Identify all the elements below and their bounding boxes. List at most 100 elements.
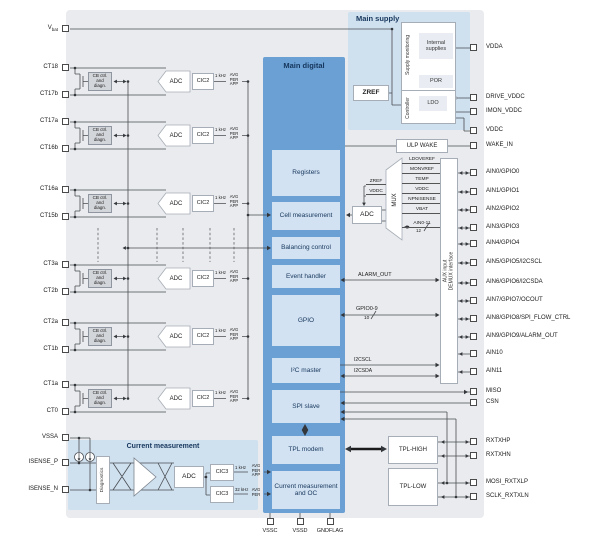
junction-dots xyxy=(73,27,458,499)
ulp-wake-box: ULP WAKE xyxy=(396,139,448,153)
cic2-box: CIC2 xyxy=(192,270,214,287)
alarm-out-label: ALARM_OUT xyxy=(358,272,392,278)
cell-adc-shape xyxy=(157,192,191,215)
digital-block-balancing-control: Balancing control xyxy=(272,237,340,259)
current-measurement-header: Current measurement xyxy=(126,443,200,450)
pin-square xyxy=(470,44,477,51)
pin-square xyxy=(62,486,69,493)
cell-adc-shape xyxy=(157,387,191,410)
pin-square xyxy=(470,479,477,486)
digital-block-i-c-master: I²C master xyxy=(272,358,340,383)
pin-label-ct1a: CT1a xyxy=(43,381,58,387)
pin-label-vddc: VDDC xyxy=(486,127,504,133)
cell-adc-shape xyxy=(157,267,191,290)
pin-square xyxy=(470,206,477,213)
pin-label-isense_p: ISENSE_P xyxy=(28,459,58,465)
pin-square xyxy=(62,118,69,125)
gpio-bus-label: GPIO0-9 xyxy=(356,306,378,312)
pin-square xyxy=(62,408,69,415)
amp-triangle xyxy=(133,457,157,497)
pin-square xyxy=(470,224,477,231)
pin-label-ct17b: CT17b xyxy=(39,91,58,97)
pin-square xyxy=(62,434,69,441)
pin-square xyxy=(266,518,274,525)
i2cscl-label: I2CSCL xyxy=(354,357,372,363)
cic2-rate-label: 1 kHz xyxy=(215,327,226,333)
digital-block-gpio: GPIO xyxy=(272,295,340,346)
tpl-low-box: TPL-LOW xyxy=(388,468,438,506)
por-box: POR xyxy=(419,75,453,88)
pin-label-ain0-gpio0: AIN0/GPIO0 xyxy=(486,169,520,175)
aux-adc-box: ADC xyxy=(352,206,382,224)
pin-square xyxy=(470,399,477,406)
cell-adc-shape xyxy=(157,70,191,93)
pin-label-ct1b: CT1b xyxy=(43,346,58,352)
aux-demux-box: AUX input DEMUX interface xyxy=(440,158,458,384)
pin-square xyxy=(470,142,477,149)
pin-square xyxy=(470,333,477,340)
ldo-box: LDO xyxy=(419,96,447,111)
pin-square xyxy=(470,388,477,395)
adc-ref-vddc-label: VDDC xyxy=(366,189,386,195)
pin-label-vssc: VSSC xyxy=(262,528,278,534)
arrowheads xyxy=(77,79,469,499)
pin-label-vdda: VDDA xyxy=(486,44,503,50)
cell-adc-label: ADC xyxy=(169,333,183,340)
cic3-slow-rate: 32 kHz xyxy=(235,487,249,492)
supply-monitoring-strip: Supply monitoring xyxy=(401,22,417,88)
pin-square xyxy=(62,145,69,152)
cic2-rate-label: 1 kHz xyxy=(215,269,226,275)
mux-input-vddc: VDDC xyxy=(402,186,442,194)
cic3-fast-box: CIC3 xyxy=(210,464,234,481)
pin-square xyxy=(470,279,477,286)
pin-label-miso: MISO xyxy=(486,388,502,394)
pin-square xyxy=(470,259,477,266)
internal-supplies-box: Internal supplies xyxy=(419,33,453,59)
pin-label-ain3-gpio3: AIN3/GPIO3 xyxy=(486,224,520,230)
diagnostics-box: Diagnostics xyxy=(96,456,110,504)
pin-label-ain10: AIN10 xyxy=(486,350,503,356)
adc-ref-zref-label: ZREF xyxy=(366,179,386,185)
cic3-slow-box: CIC3 xyxy=(210,486,234,503)
pin-square xyxy=(62,459,69,466)
pin-square xyxy=(470,169,477,176)
digital-block-registers: Registers xyxy=(272,150,340,196)
pin-label-isense_n: ISENSE_N xyxy=(28,486,58,492)
pin-label-vssa: VSSA xyxy=(41,434,58,440)
cic2-box: CIC2 xyxy=(192,127,214,144)
cic2-rate-label: 1 kHz xyxy=(215,126,226,132)
controller-strip: Controller xyxy=(401,91,417,124)
pin-label-ain5-gpio5-i2cscl: AIN5/GPIO5/I2CSCL xyxy=(486,259,543,265)
pin-square xyxy=(62,319,69,326)
digital-block-cell-measurement: Cell measurement xyxy=(272,202,340,230)
pin-label-ain4-gpio4: AIN4/GPIO4 xyxy=(486,240,520,246)
pin-square xyxy=(62,186,69,193)
mux-input-temp: TEMP xyxy=(402,176,442,184)
pin-label-ain6-gpio6-i2csda: AIN6/GPIO6/I2CSDA xyxy=(486,279,543,285)
pin-square xyxy=(470,438,477,445)
pin-label-rxtxhp: RXTXHP xyxy=(486,438,511,444)
supply-divider xyxy=(401,90,456,91)
diagnostics-label: Diagnostics xyxy=(100,467,106,493)
pin-square xyxy=(326,518,334,525)
pin-square xyxy=(62,91,69,98)
pin-square xyxy=(62,25,69,32)
pin-square xyxy=(470,368,477,375)
pin-label-ct16b: CT16b xyxy=(39,145,58,151)
pin-label-ain8-gpio8-spi-flow-ctrl: AIN8/GPIO8/SPI_FLOW_CTRL xyxy=(486,315,571,321)
pin-square xyxy=(62,288,69,295)
pin-label-ct17a: CT17a xyxy=(39,118,58,124)
i2csda-label: I2CSDA xyxy=(354,368,373,374)
cic2-rate-label: 1 kHz xyxy=(215,72,226,78)
cell-adc-shape xyxy=(157,325,191,348)
